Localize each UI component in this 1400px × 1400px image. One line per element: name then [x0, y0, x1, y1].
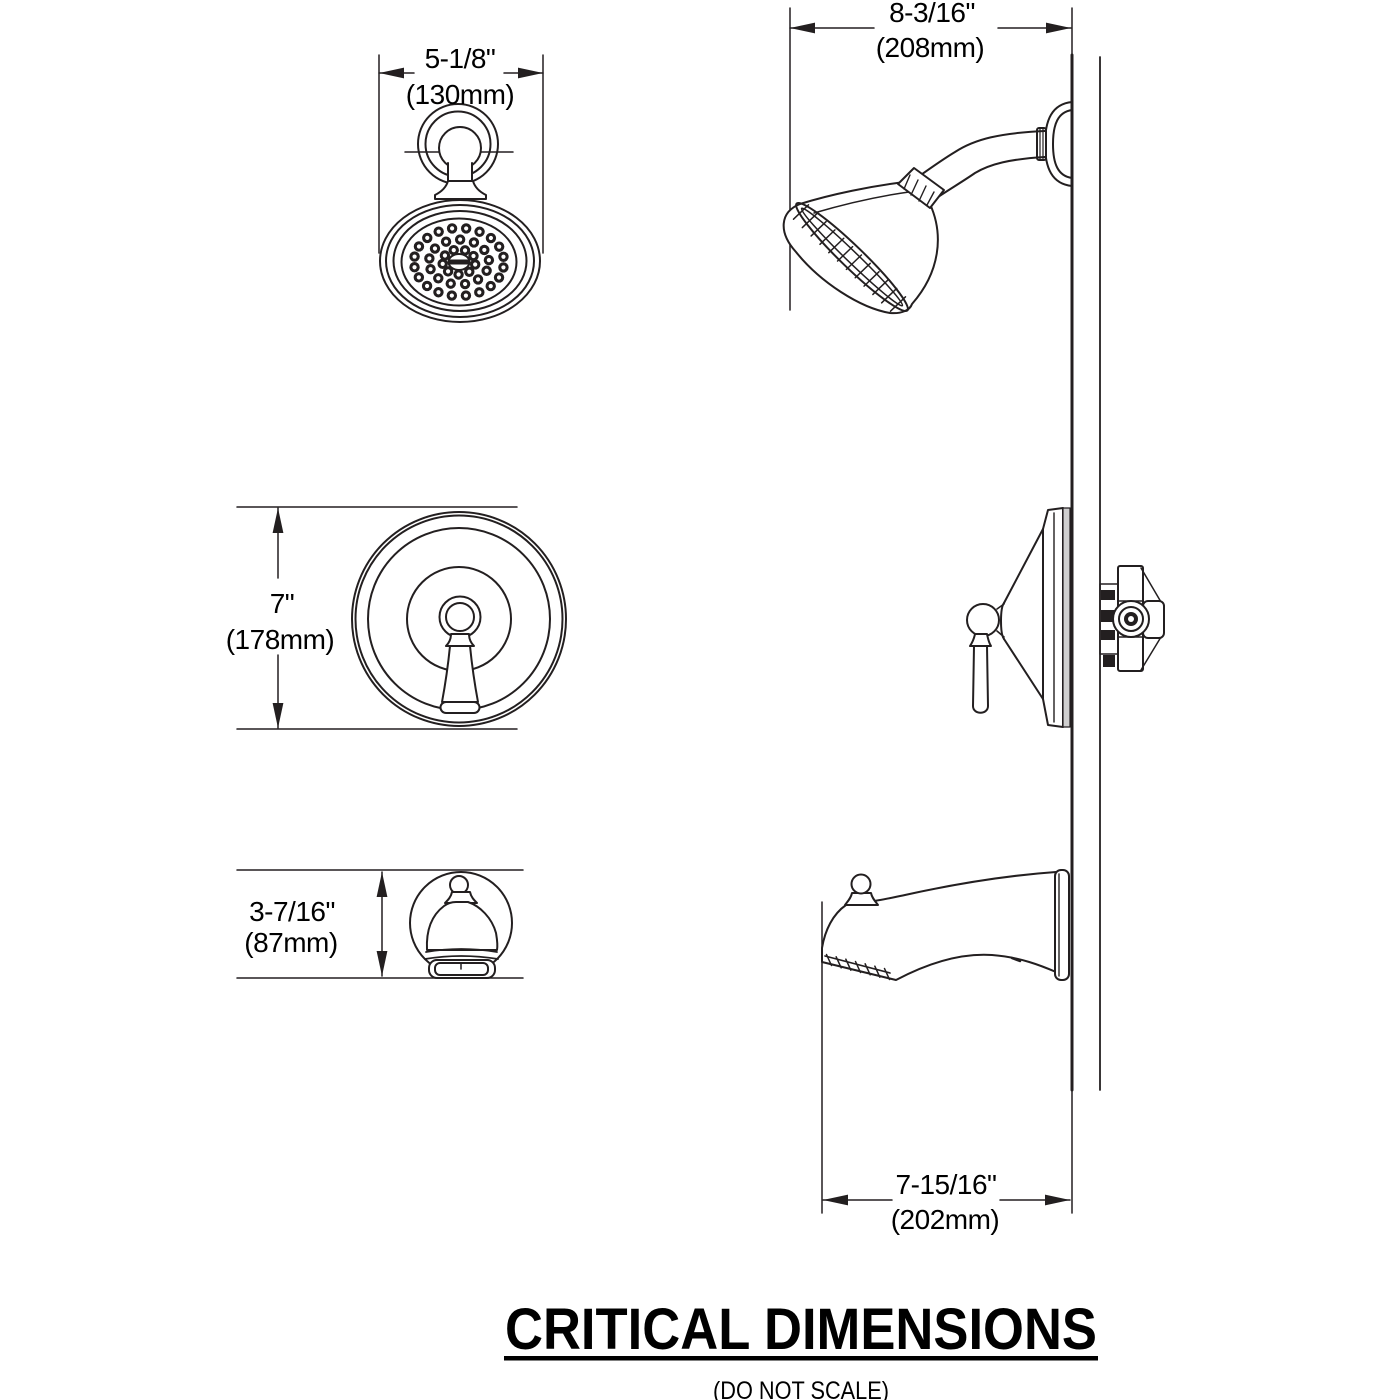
- shower-head-side-view: [782, 101, 1073, 315]
- showerhead-bell: [782, 181, 939, 315]
- spray-face-edge: [795, 201, 909, 313]
- escutcheon: [351, 511, 567, 727]
- arrow-up-icon: [376, 872, 388, 897]
- dim-showerhead-width-inches: 5-1/8": [425, 43, 496, 74]
- handle-knob-side: [966, 603, 1000, 637]
- dim-spout-projection-inches: 7-15/16": [896, 1169, 997, 1200]
- arrow-down-icon: [272, 703, 284, 728]
- diverter-knob-side: [850, 873, 872, 895]
- lever-handle: [441, 645, 479, 703]
- shower-arm: [917, 130, 1046, 178]
- wall-flange: [1044, 101, 1073, 187]
- shower-head-front-view: [379, 103, 541, 323]
- spray-nozzles: [409, 223, 509, 301]
- dim-valve-diameter-inches: 7": [270, 588, 295, 619]
- arrow-right-icon: [1046, 22, 1071, 34]
- arrow-right-icon: [1045, 1194, 1070, 1206]
- dim-showerhead-width-metric: (130mm): [406, 79, 515, 110]
- dim-spout-height-inches: 3-7/16": [249, 896, 335, 927]
- lever-handle-side: [972, 645, 989, 714]
- dim-showerhead-projection-metric: (208mm): [876, 32, 985, 63]
- title-underline: [504, 1356, 1098, 1361]
- arrow-left-icon: [790, 22, 815, 34]
- spout-outlet: [428, 959, 496, 979]
- page-title: CRITICAL DIMENSIONS: [505, 1297, 1097, 1362]
- arm-connector: [434, 180, 487, 200]
- escutcheon-side: [1042, 507, 1064, 728]
- arrow-up-icon: [272, 508, 284, 533]
- dim-valve-diameter-lines: [236, 506, 518, 730]
- arrow-down-icon: [376, 951, 388, 976]
- dim-spout-height-metric: (87mm): [244, 927, 337, 958]
- tub-spout-front-view: [409, 871, 513, 979]
- arrow-left-icon: [823, 1194, 848, 1206]
- do-not-scale-note: (DO NOT SCALE): [713, 1377, 889, 1400]
- arm-nut: [897, 167, 945, 209]
- spout-wall-flange: [1054, 869, 1070, 981]
- spout-body: [821, 871, 1057, 981]
- dim-spout-projection-lines: [822, 1194, 1071, 1206]
- labels: 5-1/8" (130mm) 8-3/16" (208mm) 7" (178mm…: [226, 0, 1097, 1400]
- dim-showerhead-width-lines: [378, 54, 544, 254]
- arrow-left-icon: [379, 67, 404, 79]
- dim-showerhead-projection-lines: [789, 7, 1072, 311]
- valve-trim-front-view: [351, 511, 567, 727]
- spray-face: [400, 217, 518, 307]
- spray-face-hatch: [792, 204, 907, 312]
- dim-valve-diameter-metric: (178mm): [226, 624, 335, 655]
- wall-line: [1070, 7, 1101, 1214]
- dim-spout-projection-metric: (202mm): [891, 1204, 1000, 1235]
- tub-spout-side-view: [821, 869, 1070, 1214]
- spout-bell: [425, 901, 499, 951]
- spout-mouth-hatch: [825, 953, 891, 981]
- arrow-right-icon: [518, 67, 543, 79]
- dim-showerhead-projection-inches: 8-3/16": [889, 0, 975, 28]
- valve-trim-side-view: [966, 507, 1165, 728]
- escutcheon-cone: [1003, 528, 1044, 604]
- arm-ball-joint: [438, 126, 482, 170]
